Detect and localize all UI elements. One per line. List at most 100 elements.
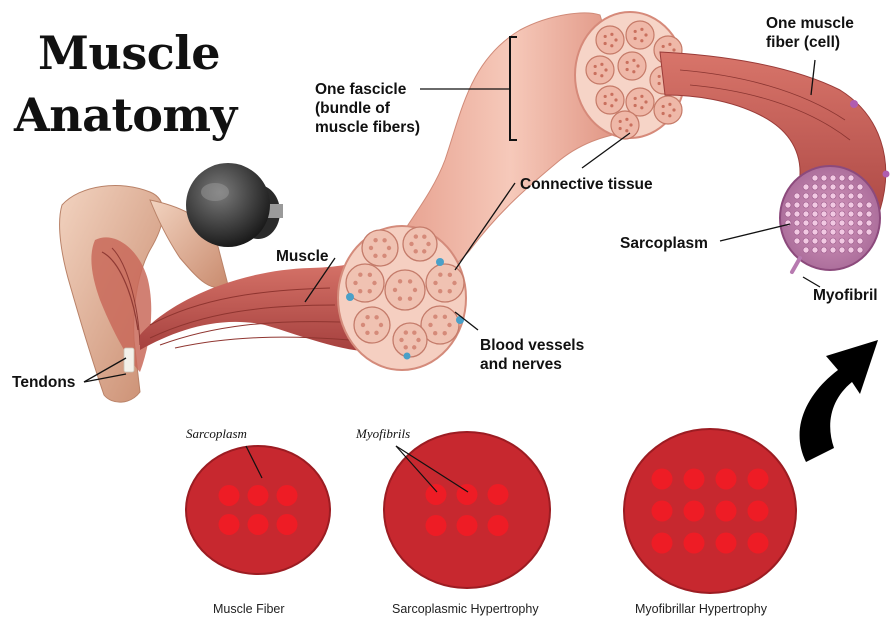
myofibril-dot [821,220,827,226]
caption-sarcoplasmic-hypertrophy: Sarcoplasmic Hypertrophy [392,602,539,616]
myofibril-dot [812,193,818,199]
myofibril-dot [604,35,607,38]
myofibril-dot [848,229,854,235]
fiber-cell [586,56,614,84]
myofibril-dot [821,202,827,208]
myofibril-dot [626,61,629,64]
muscle-fiber-label-line-2: fiber (cell) [766,33,854,52]
fascicle-cell [426,264,464,302]
myofibril-dot [866,211,872,217]
myofibril-dot [219,514,240,535]
fascicle-label: One fascicle (bundle of muscle fibers) [315,80,420,137]
blood-vessels-label-line-2: and nerves [480,355,584,374]
myofibril-dot [794,193,800,199]
fascicle-label-line-1: One fascicle [315,80,420,99]
fiber-dot [373,254,377,258]
myofibril-label: Myofibril [813,286,878,305]
myofibril-dot [600,63,603,66]
myofibril-dot [812,220,818,226]
fiber-dot [438,289,442,293]
myofibril-dot [839,202,845,208]
myofibril-dot [848,184,854,190]
myofibril-dot [644,100,647,103]
myofibril-dot [839,229,845,235]
myofibril-dot [614,38,617,41]
muscle-fiber-label-line-1: One muscle [766,14,854,33]
fiber-dot [373,238,377,242]
fiber-dot [447,323,451,327]
myofibril-dot [803,202,809,208]
myofibril-dot [594,72,597,75]
myofibril-dot [632,70,635,73]
fiber-dot [416,338,420,342]
fiber-cell [654,96,682,124]
myofibril-dot [785,211,791,217]
fascicle-label-line-3: muscle fibers) [315,118,420,137]
myofibril-dot [857,184,863,190]
myofibril-dot [277,485,298,506]
myofibril-dot [668,114,671,117]
progression-arrow [800,340,878,462]
myofibril-dot [600,74,603,77]
page-title-line-1: Muscle [38,30,220,76]
fiber-dot [382,254,386,258]
fiber-dot [433,331,437,335]
myofibril-dot [457,515,478,536]
fascicle-cell [385,270,425,310]
myofibril-dot [488,484,509,505]
myofibril-dot [668,103,671,106]
fiber-dot [413,288,417,292]
myofibril-dot [839,193,845,199]
myofibril-dot [785,202,791,208]
myofibril-dot [866,202,872,208]
myofibril-dot [821,175,827,181]
myofibril-dot [748,501,769,522]
fiber-dot [374,331,378,335]
myofibril-dot [821,211,827,217]
myofibril-dot [652,533,673,554]
fiber-dot [452,281,456,285]
fiber-dot [365,315,369,319]
fiber-dot [404,330,408,334]
myofibril-dot [658,82,661,85]
myofibril-dot [636,64,639,67]
myofibril-dot [748,469,769,490]
muscle-cross-section [338,226,466,370]
fascicle-cell [403,227,437,261]
fiber-dot [379,323,383,327]
myofibril-dot [610,93,613,96]
fiber-dot [428,323,432,327]
hypertrophy-comparison [186,429,796,593]
fiber-dot [399,338,403,342]
myofibril-dot [857,202,863,208]
myofibril-dot [830,193,836,199]
myofibril-dot [604,68,607,71]
myofibril-dot [839,238,845,244]
myofibril-dot [610,104,613,107]
myofibril-dot [803,247,809,253]
myofibril-dot [794,220,800,226]
fiber-dot [361,323,365,327]
myofibril-dot [866,220,872,226]
myofibril-dot [830,202,836,208]
fiber-dot [358,289,362,293]
myofibril-dot [857,229,863,235]
fiber-dot [412,330,416,334]
myofibril-dot [830,238,836,244]
myofibril-dot [794,238,800,244]
myofibril-dot [658,75,661,78]
myofibril-dot [848,202,854,208]
myofibril-dot [848,238,854,244]
myofibril-dot [794,229,800,235]
myofibril-dot [640,28,643,31]
fiber-cell [626,21,654,49]
fiber-dot [408,296,412,300]
fascicle-label-line-2: (bundle of [315,99,420,118]
myofibril-dot [857,211,863,217]
fiber-dot [382,238,386,242]
fiber-dot [374,315,378,319]
myofibril-dot [640,95,643,98]
fascicle-cell [354,307,390,343]
myofibril-dot [652,469,673,490]
